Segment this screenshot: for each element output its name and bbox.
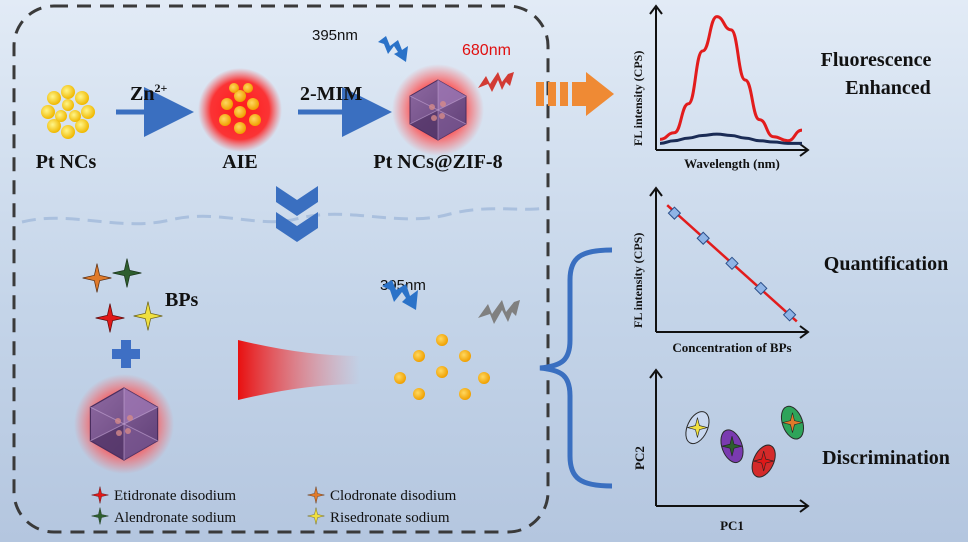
fl-series-line-0 [659, 15, 803, 143]
dispersed-nanoclusters [394, 334, 490, 400]
fluorescence-label: Fluorescence [821, 49, 932, 71]
quant-point [667, 206, 682, 220]
excitation-bolt-bottom [382, 280, 418, 310]
fl-ylabel: FL intensity (CPS) [631, 51, 645, 146]
aie-label: AIE [222, 151, 258, 173]
quant-point [696, 231, 710, 245]
bp-stars [81, 258, 163, 333]
pca-ylabel: PC2 [632, 446, 647, 470]
chart-discrimination: PC2 PC1 [632, 368, 810, 533]
legend-risedronate: Risedronate sodium [330, 510, 450, 526]
pt-zif8-label: Pt NCs@ZIF-8 [373, 151, 502, 173]
pt-ncs-label: Pt NCs [36, 151, 97, 173]
quant-point [754, 281, 768, 296]
pca-point [782, 412, 803, 433]
discrimination-label: Discrimination [822, 447, 950, 469]
mim-label: 2-MIM [300, 83, 362, 105]
pca-point [687, 417, 708, 438]
emission-bolt [478, 72, 514, 92]
result-brace [539, 247, 613, 489]
dashed-panel [12, 4, 550, 534]
legend-clodronate: Clodronate disodium [330, 488, 457, 504]
fl-series-line-1 [659, 132, 802, 145]
zn-label: Zn2+ [130, 81, 167, 105]
wavy-divider [21, 206, 546, 226]
plus-sign [112, 340, 140, 368]
emission-label: 680nm [462, 42, 511, 59]
chart-quantification: FL intensity (CPS) Concentration of BPs [631, 186, 810, 355]
fl-xlabel: Wavelength (nm) [684, 156, 780, 171]
bps-label: BPs [165, 289, 199, 311]
pca-point [721, 436, 743, 457]
pt-zif8-particle [392, 64, 484, 156]
quantification-label: Quantification [824, 253, 948, 275]
quant-xlabel: Concentration of BPs [672, 340, 791, 355]
orange-arrow [536, 72, 614, 116]
quant-point [782, 308, 797, 322]
quant-point [725, 256, 739, 271]
pca-point [753, 451, 774, 472]
pt-ncs-cluster [41, 85, 95, 139]
pca-xlabel: PC1 [720, 518, 744, 533]
excitation-bolt-top [378, 36, 408, 62]
chart-fluorescence: FL intensity (CPS) Wavelength (nm) [631, 4, 810, 171]
uv-label-top: 395nm [312, 27, 358, 44]
enhanced-label: Enhanced [845, 77, 931, 99]
down-chevrons [276, 186, 318, 242]
legend-alendronate: Alendronate sodium [114, 510, 236, 526]
pt-zif8-particle-bottom [74, 374, 174, 474]
reaction-funnel [238, 340, 360, 400]
legend-etidronate: Etidronate disodium [114, 488, 236, 504]
bp-legend: Etidronate disodium Alendronate sodium C… [91, 486, 457, 526]
quant-ylabel: FL intensity (CPS) [631, 233, 645, 328]
quenched-bolt [478, 300, 520, 324]
aie-cluster [198, 68, 282, 152]
